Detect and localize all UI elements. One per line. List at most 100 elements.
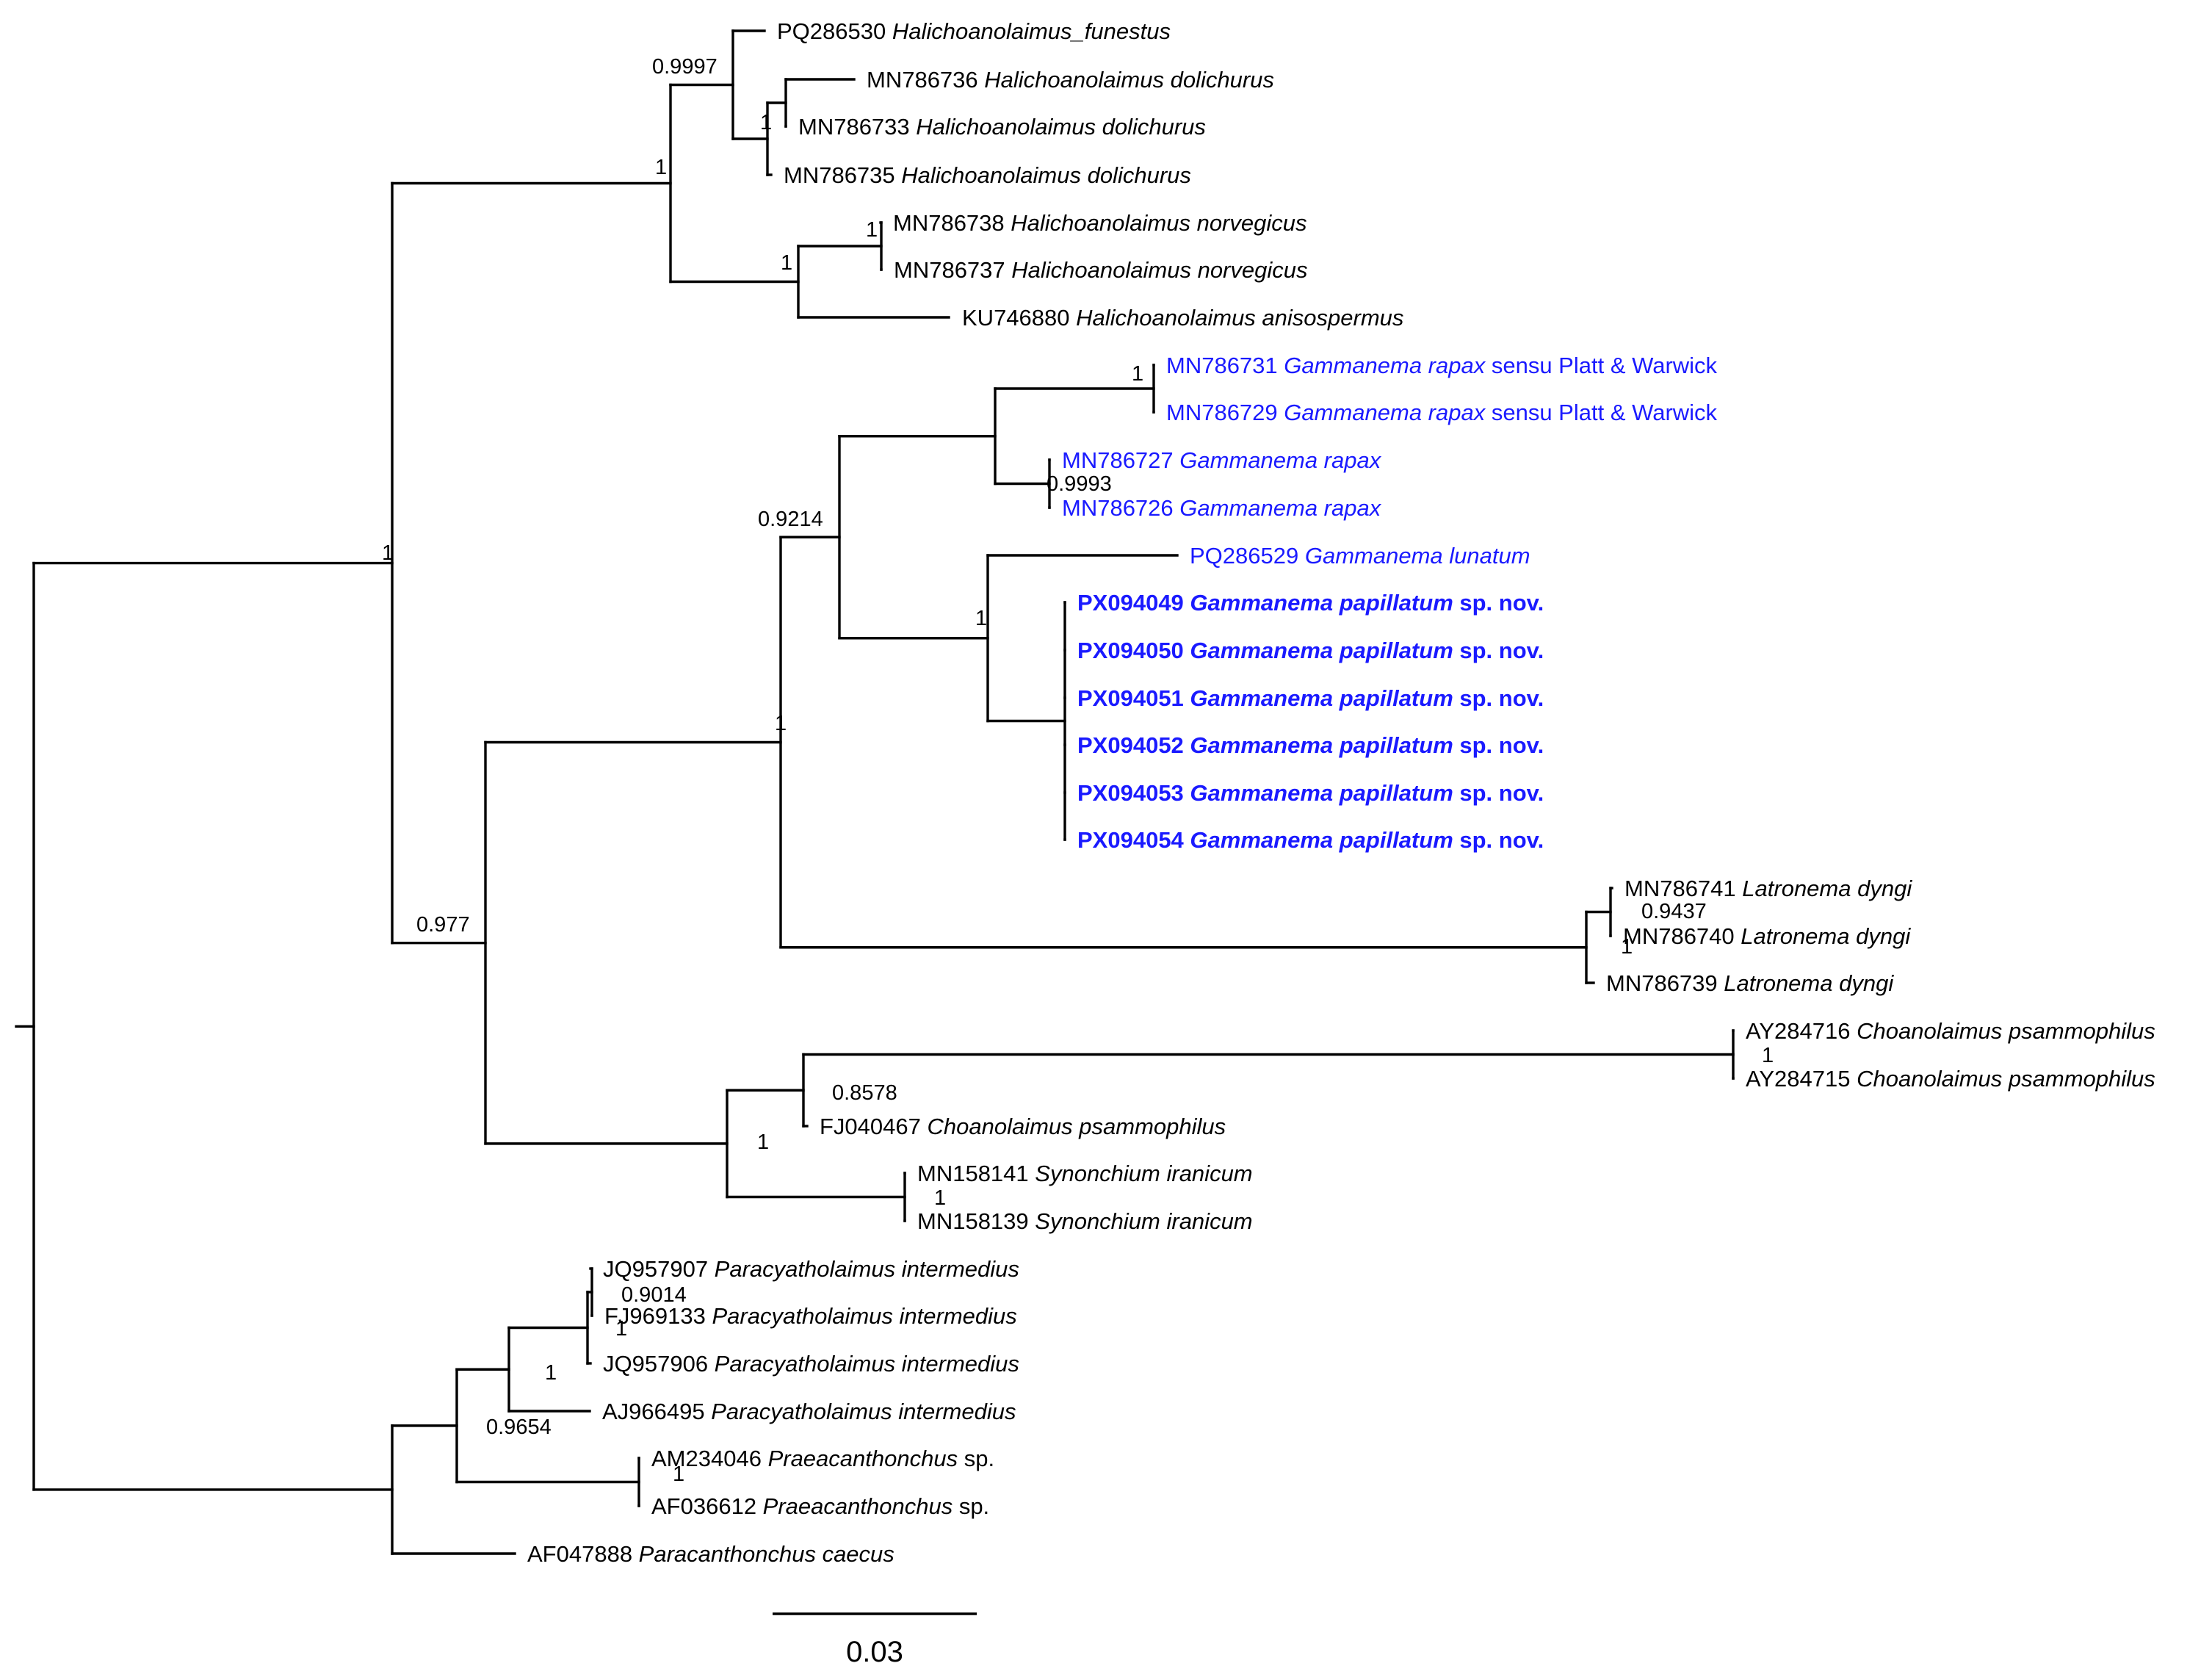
species-name: Halichoanolaimus anisospermus [1076, 305, 1403, 331]
species-name: Paracanthonchus caecus [639, 1541, 894, 1567]
tip-label-PX094053: PX094053 Gammanema papillatum sp. nov. [1077, 780, 1544, 806]
tip-label-MN786729: MN786729 Gammanema rapax sensu Platt & W… [1166, 400, 1718, 425]
tip-label-JQ957907: JQ957907 Paracyatholaimus intermedius [603, 1256, 1019, 1282]
tip-label-MN786740: MN786740 Latronema dyngi [1623, 923, 1911, 949]
accession-number: MN786738 [893, 210, 1011, 236]
species-name: Paracyatholaimus intermedius [712, 1303, 1017, 1329]
species-qualifier: sp. nov. [1453, 827, 1544, 853]
support-value: 0.9214 [758, 508, 823, 531]
species-name: Latronema dyngi [1742, 876, 1912, 901]
tip-labels: PQ286530 Halichoanolaimus_funestusMN7867… [527, 18, 2155, 1567]
accession-number: PQ286529 [1190, 543, 1305, 569]
support-value: 1 [975, 607, 987, 630]
tip-label-MN786731: MN786731 Gammanema rapax sensu Platt & W… [1166, 353, 1718, 378]
support-value: 0.9993 [1047, 472, 1112, 496]
support-value: 1 [1621, 935, 1633, 959]
accession-number: PQ286530 [777, 18, 892, 44]
accession-number: PX094053 [1077, 780, 1190, 806]
accession-number: MN786729 [1166, 400, 1284, 425]
species-name: Paracyatholaimus intermedius [711, 1399, 1016, 1424]
support-value: 0.9437 [1641, 900, 1707, 923]
species-name: Praeacanthonchus [768, 1446, 958, 1471]
support-value: 1 [760, 111, 772, 134]
accession-number: MN786737 [894, 257, 1011, 283]
accession-number: MN158141 [917, 1161, 1035, 1186]
tip-label-PX094052: PX094052 Gammanema papillatum sp. nov. [1077, 732, 1544, 758]
accession-number: MN786736 [867, 67, 984, 93]
support-value: 0.9654 [486, 1415, 552, 1439]
species-name: Gammanema papillatum [1190, 590, 1453, 616]
tip-label-MN786741: MN786741 Latronema dyngi [1624, 876, 1912, 901]
tip-label-AF047888: AF047888 Paracanthonchus caecus [527, 1541, 894, 1567]
tip-label-MN158139: MN158139 Synonchium iranicum [917, 1208, 1253, 1234]
species-name: Halichoanolaimus dolichurus [984, 67, 1274, 93]
species-qualifier: sp. [958, 1446, 994, 1471]
support-values: 1 0.977 1 0.9997 1 1 0.9214 1 1 0.9993 1 1 0.9437 1 0.… [382, 55, 1774, 1486]
accession-number: PX094050 [1077, 638, 1190, 663]
species-name: Praeacanthonchus [763, 1493, 953, 1519]
accession-number: MN786726 [1062, 495, 1179, 521]
tip-label-AM234046: AM234046 Praeacanthonchus sp. [651, 1446, 994, 1471]
scale-bar-label: 0.03 [846, 1636, 903, 1668]
support-value: 0.9997 [652, 55, 718, 79]
accession-number: PX094051 [1077, 685, 1190, 711]
accession-number: PX094052 [1077, 732, 1190, 758]
species-name: Gammanema rapax [1179, 495, 1381, 521]
support-value: 1 [781, 251, 792, 275]
species-name: Gammanema papillatum [1190, 827, 1453, 853]
species-qualifier: sp. nov. [1453, 685, 1544, 711]
support-value: 1 [775, 712, 787, 735]
tip-label-MN786735: MN786735 Halichoanolaimus dolichurus [784, 162, 1191, 188]
species-name: Gammanema papillatum [1190, 638, 1453, 663]
species-qualifier: sp. nov. [1453, 638, 1544, 663]
tip-label-MN786737: MN786737 Halichoanolaimus norvegicus [894, 257, 1308, 283]
species-name: Choanolaimus psammophilus [928, 1114, 1226, 1139]
tip-label-AY284716: AY284716 Choanolaimus psammophilus [1746, 1018, 2155, 1044]
accession-number: PX094049 [1077, 590, 1190, 616]
species-name: Synonchium iranicum [1035, 1208, 1252, 1234]
tip-label-MN786738: MN786738 Halichoanolaimus norvegicus [893, 210, 1307, 236]
accession-number: JQ957907 [603, 1256, 715, 1282]
species-name: Paracyatholaimus intermedius [715, 1256, 1019, 1282]
species-name: Halichoanolaimus norvegicus [1011, 210, 1306, 236]
tip-label-PX094051: PX094051 Gammanema papillatum sp. nov. [1077, 685, 1544, 711]
support-value: 0.977 [416, 913, 470, 937]
support-value: 1 [1762, 1044, 1774, 1067]
accession-number: MN786733 [798, 114, 916, 140]
accession-number: MN786735 [784, 162, 901, 188]
species-name: Halichoanolaimus_funestus [892, 18, 1171, 44]
species-qualifier: sensu Platt & Warwick [1485, 400, 1717, 425]
tip-label-AY284715: AY284715 Choanolaimus psammophilus [1746, 1066, 2155, 1092]
tip-label-MN786739: MN786739 Latronema dyngi [1606, 970, 1894, 996]
species-name: Gammanema rapax [1179, 447, 1381, 473]
tip-label-FJ040467: FJ040467 Choanolaimus psammophilus [820, 1114, 1226, 1139]
tip-label-FJ969133: FJ969133 Paracyatholaimus intermedius [604, 1303, 1017, 1329]
species-name: Choanolaimus psammophilus [1857, 1018, 2155, 1044]
tip-label-MN786736: MN786736 Halichoanolaimus dolichurus [867, 67, 1274, 93]
support-value: 1 [615, 1317, 627, 1341]
tree-branches [15, 29, 1735, 1555]
tip-label-KU746880: KU746880 Halichoanolaimus anisospermus [962, 305, 1403, 331]
tip-label-PX094054: PX094054 Gammanema papillatum sp. nov. [1077, 827, 1544, 853]
support-value: 1 [673, 1463, 684, 1486]
species-name: Latronema dyngi [1724, 970, 1894, 996]
support-value: 1 [866, 218, 878, 242]
support-value: 0.8578 [832, 1081, 897, 1105]
accession-number: FJ040467 [820, 1114, 928, 1139]
species-name: Gammanema papillatum [1190, 780, 1453, 806]
tip-label-PX094050: PX094050 Gammanema papillatum sp. nov. [1077, 638, 1544, 663]
support-value: 1 [382, 541, 394, 565]
species-qualifier: sp. nov. [1453, 732, 1544, 758]
accession-number: AF036612 [651, 1493, 763, 1519]
support-value: 1 [655, 156, 667, 179]
tip-label-MN786733: MN786733 Halichoanolaimus dolichurus [798, 114, 1206, 140]
tip-label-MN158141: MN158141 Synonchium iranicum [917, 1161, 1253, 1186]
scale-bar: 0.03 [773, 1612, 977, 1668]
support-value: 1 [1132, 362, 1143, 386]
species-qualifier: sp. [953, 1493, 989, 1519]
accession-number: JQ957906 [603, 1351, 715, 1377]
species-name: Gammanema lunatum [1305, 543, 1530, 569]
accession-number: MN786727 [1062, 447, 1179, 473]
species-name: Choanolaimus psammophilus [1857, 1066, 2155, 1092]
support-value: 1 [757, 1130, 769, 1154]
